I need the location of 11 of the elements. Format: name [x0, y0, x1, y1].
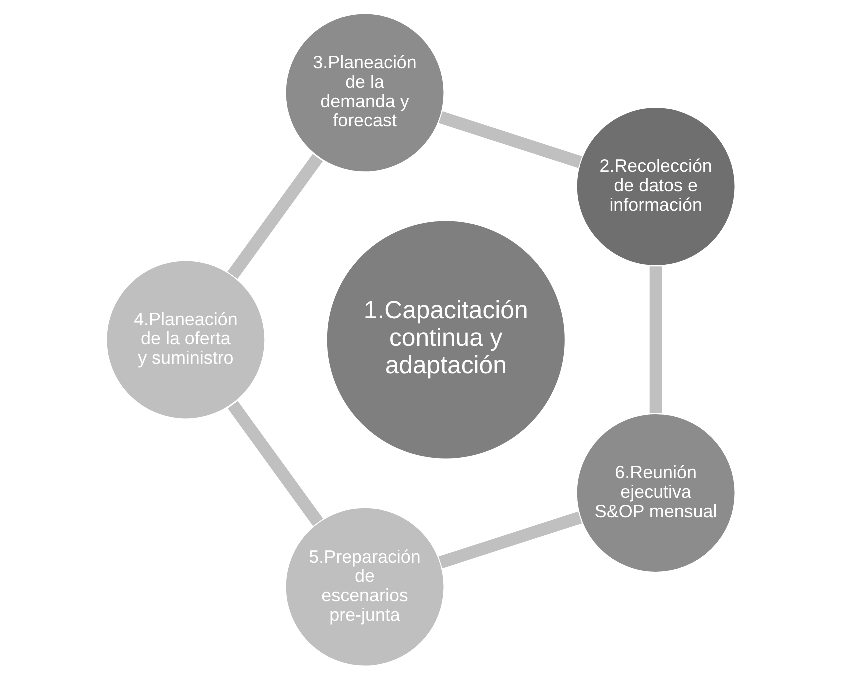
node-circle: 2.Recolección de datos e información: [575, 106, 736, 267]
node-circle: 3.Planeación de la demanda y forecast: [284, 12, 445, 174]
node-circle: 6.Reunión ejecutiva S&OP mensual: [575, 413, 736, 574]
connector: [649, 266, 662, 414]
node-circle: 4.Planeación de la oferta y suministro: [105, 260, 266, 420]
connector: [438, 111, 582, 168]
connector: [438, 512, 582, 569]
node-circle: 5.Preparación de escenarios pre-junta: [284, 506, 445, 668]
connector: [227, 401, 323, 526]
node-circle: 1.Capacitación continua y adaptación: [325, 220, 566, 460]
connector: [227, 154, 322, 280]
